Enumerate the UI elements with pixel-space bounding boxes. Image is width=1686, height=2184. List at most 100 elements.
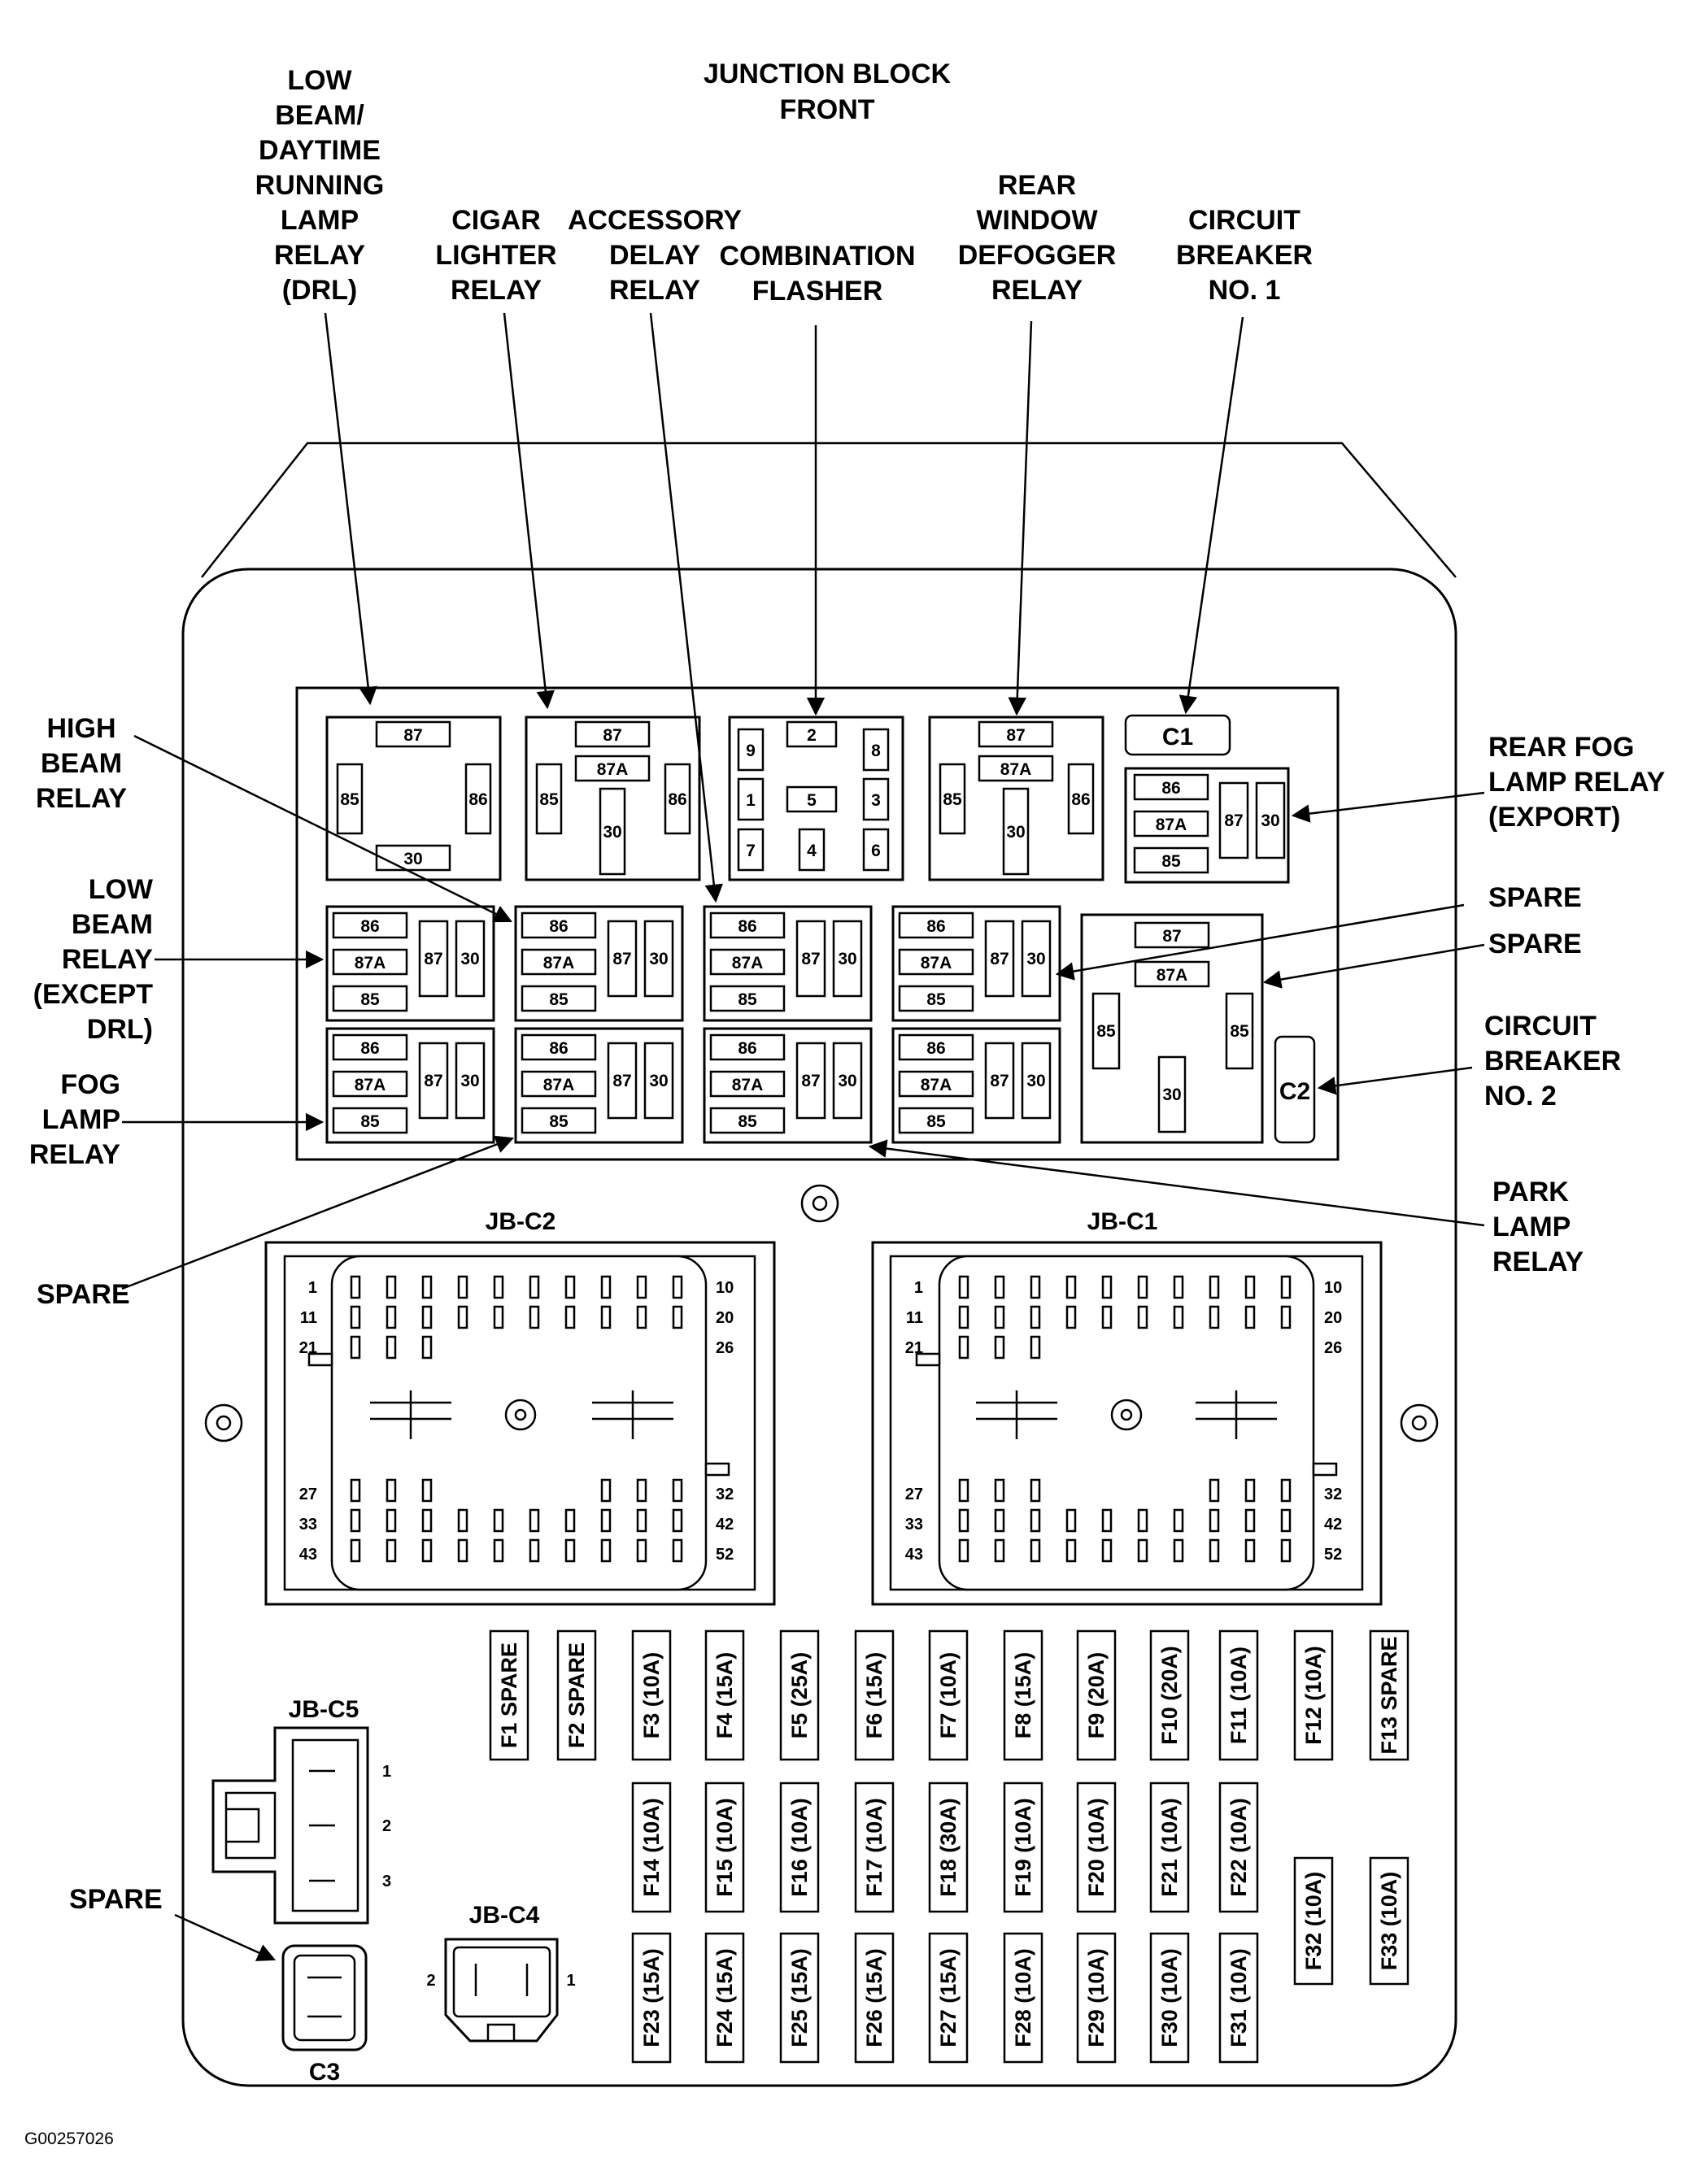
svg-text:30: 30 — [838, 1072, 856, 1090]
svg-text:F10 (20A): F10 (20A) — [1157, 1646, 1182, 1745]
pin-slot — [600, 1478, 612, 1503]
pin-slot — [386, 1275, 397, 1299]
svg-text:33: 33 — [299, 1516, 317, 1534]
callout-spare-right-2: SPARE — [1262, 929, 1582, 989]
combination-flasher: 9 2 8 1 5 3 7 4 6 — [728, 716, 904, 881]
svg-text:DELAY: DELAY — [609, 240, 700, 271]
fuse-f23: F23 (15A) — [631, 1932, 672, 2064]
pin-slot — [421, 1538, 433, 1563]
svg-text:8: 8 — [871, 742, 881, 760]
pin-slot — [1065, 1538, 1077, 1563]
svg-text:F19 (10A): F19 (10A) — [1011, 1798, 1035, 1897]
pin-slot — [1209, 1305, 1220, 1329]
svg-text:F32 (10A): F32 (10A) — [1301, 1872, 1326, 1971]
relay-spare-1: 86 87A 85 87 30 — [891, 905, 1061, 1022]
fuse-f26: F26 (15A) — [854, 1932, 895, 2064]
svg-text:2: 2 — [426, 1972, 435, 1990]
fuse-f31: F31 (10A) — [1218, 1932, 1259, 2064]
pin-slot — [564, 1538, 576, 1563]
callout-spare-right-1: SPARE — [1055, 882, 1582, 981]
svg-text:11: 11 — [906, 1309, 923, 1327]
pin-slot — [564, 1508, 576, 1533]
svg-text:JB-C5: JB-C5 — [289, 1696, 359, 1723]
callout-low-beam-relay-except-drl: LOW BEAM RELAY (EXCEPT DRL) — [33, 874, 325, 1045]
svg-text:CIRCUIT: CIRCUIT — [1188, 205, 1300, 236]
svg-text:87: 87 — [990, 950, 1009, 968]
svg-text:86: 86 — [468, 790, 487, 809]
pin-slot — [1280, 1478, 1292, 1503]
svg-text:87A: 87A — [1157, 966, 1188, 985]
pin-slot — [421, 1275, 433, 1299]
pin-slot — [958, 1305, 969, 1329]
pin-slot — [994, 1508, 1005, 1533]
svg-text:86: 86 — [549, 917, 568, 936]
pin-slot — [1244, 1275, 1256, 1299]
fuse-f20: F20 (10A) — [1076, 1782, 1117, 1913]
fuse-f33: F33 (10A) — [1369, 1856, 1409, 1986]
callout-accessory-delay-relay: ACCESSORY DELAY RELAY — [568, 205, 742, 903]
pin-slot — [1137, 1305, 1148, 1329]
pin-slot — [1173, 1275, 1184, 1299]
svg-text:F12 (10A): F12 (10A) — [1301, 1646, 1326, 1745]
relay-low-beam-except-drl: 86 87A 85 87 30 — [325, 905, 495, 1022]
svg-text:86: 86 — [360, 1039, 379, 1058]
connector-c3: C3 — [281, 1944, 368, 2086]
svg-text:DRL): DRL) — [87, 1014, 153, 1045]
svg-text:86: 86 — [360, 917, 379, 936]
svg-text:3: 3 — [382, 1873, 391, 1890]
svg-text:F18 (30A): F18 (30A) — [936, 1798, 961, 1897]
relay-accessory-delay: 86 87A 85 87 30 — [703, 905, 873, 1022]
svg-text:86: 86 — [549, 1039, 568, 1058]
svg-text:30: 30 — [1162, 1085, 1181, 1104]
pin-slot — [1030, 1305, 1041, 1329]
fuse-f3: F3 (10A) — [631, 1629, 672, 1761]
svg-text:85: 85 — [926, 1112, 946, 1131]
pin-slot — [421, 1478, 433, 1503]
svg-text:F16 (10A): F16 (10A) — [787, 1798, 812, 1897]
svg-text:30: 30 — [460, 950, 479, 968]
pin-slot — [1030, 1275, 1041, 1299]
screw-right — [1400, 1403, 1439, 1442]
svg-text:BEAM: BEAM — [72, 909, 153, 940]
svg-text:SPARE: SPARE — [1488, 929, 1582, 959]
title-line-2: FRONT — [779, 94, 874, 125]
svg-text:42: 42 — [716, 1516, 734, 1534]
svg-text:87: 87 — [424, 1072, 442, 1090]
svg-text:FOG: FOG — [60, 1069, 120, 1100]
svg-text:2: 2 — [807, 726, 817, 745]
svg-text:F31 (10A): F31 (10A) — [1226, 1948, 1251, 2047]
svg-text:85: 85 — [943, 790, 962, 809]
svg-text:BEAM/: BEAM/ — [275, 100, 364, 131]
callout-cigar-lighter-relay: CIGAR LIGHTER RELAY — [435, 205, 557, 710]
svg-text:87A: 87A — [355, 954, 386, 972]
svg-text:RUNNING: RUNNING — [255, 170, 385, 201]
svg-text:86: 86 — [926, 917, 945, 936]
fuse-f17: F17 (10A) — [854, 1782, 895, 1913]
svg-text:F27 (15A): F27 (15A) — [936, 1948, 961, 2047]
fuse-f13: F13 SPARE — [1369, 1629, 1409, 1761]
svg-text:21: 21 — [299, 1339, 317, 1357]
fuse-f12: F12 (10A) — [1293, 1629, 1334, 1761]
svg-text:F24 (15A): F24 (15A) — [712, 1948, 737, 2047]
pin-slot — [1244, 1508, 1256, 1533]
svg-text:F11 (10A): F11 (10A) — [1226, 1647, 1251, 1744]
pin-slot — [386, 1305, 397, 1329]
svg-text:87: 87 — [1162, 927, 1181, 946]
fuse-row-3: F23 (15A)F24 (15A)F25 (15A)F26 (15A)F27 … — [631, 1932, 1259, 2064]
svg-text:F6 (15A): F6 (15A) — [862, 1652, 887, 1739]
svg-text:F22 (10A): F22 (10A) — [1226, 1798, 1251, 1897]
pin-slot — [564, 1275, 576, 1299]
pin-slot — [350, 1275, 361, 1299]
svg-text:RELAY: RELAY — [36, 783, 127, 814]
svg-text:52: 52 — [716, 1546, 734, 1564]
fuse-f4: F4 (15A) — [704, 1629, 745, 1761]
svg-text:C1: C1 — [1162, 724, 1193, 750]
pin-slot — [493, 1538, 504, 1563]
svg-text:6: 6 — [871, 842, 881, 860]
svg-text:85: 85 — [1161, 852, 1181, 871]
svg-text:87A: 87A — [543, 1076, 575, 1094]
svg-text:87: 87 — [801, 950, 820, 968]
svg-text:87: 87 — [603, 726, 621, 745]
fuse-f21: F21 (10A) — [1149, 1782, 1190, 1913]
